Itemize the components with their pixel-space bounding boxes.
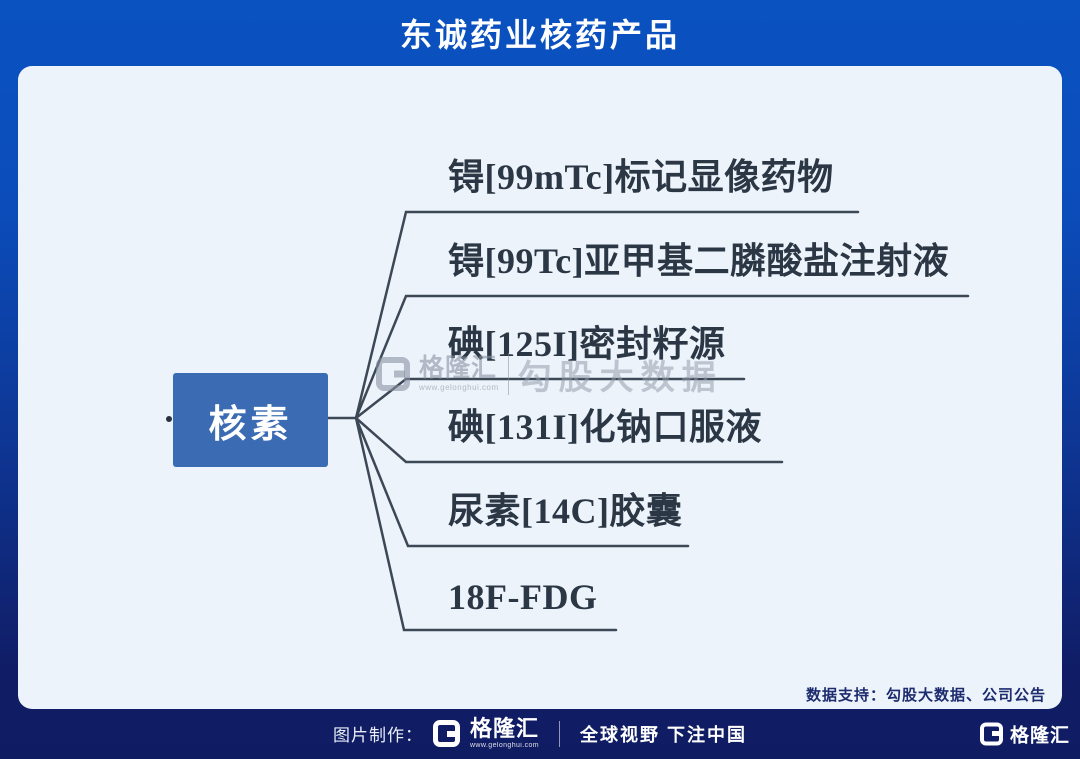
page-title: 东诚药业核药产品 xyxy=(399,17,680,53)
footer-right-brand: 格隆汇 xyxy=(1009,725,1070,746)
gelonghui-logo-icon xyxy=(979,722,1003,745)
gelonghui-logo-icon xyxy=(432,720,460,747)
root-node-label: 核素 xyxy=(208,403,293,446)
footer-slogan: 全球视野 下注中国 xyxy=(580,724,748,745)
data-source-note: 数据支持：勾股大数据、公司公告 xyxy=(805,687,1046,704)
branch-item-6: 18F-FDG xyxy=(448,577,598,617)
footer-brand: 格隆汇 xyxy=(469,716,539,741)
footer-brand-block: 格隆汇 www.gelonghui.com xyxy=(469,716,540,750)
footer-bar: 图片制作： 格隆汇 www.gelonghui.com 全球视野 下注中国 格隆… xyxy=(0,708,1080,759)
footer-credit-group: 图片制作： 格隆汇 www.gelonghui.com 全球视野 下注中国 xyxy=(332,716,748,750)
credit-label: 图片制作： xyxy=(332,726,423,745)
footer-brand-url: www.gelonghui.com xyxy=(469,742,540,749)
footer-right-logo-group: 格隆汇 xyxy=(979,720,1070,747)
root-collapse-dot xyxy=(166,416,172,422)
branch-item-1: 锝[99mTc]标记显像药物 xyxy=(448,157,834,197)
branch-item-5: 尿素[14C]胶囊 xyxy=(448,491,683,531)
branch-item-4: 碘[131I]化钠口服液 xyxy=(448,407,762,447)
footer-divider xyxy=(559,720,561,747)
branch-item-3: 碘[125I]密封籽源 xyxy=(448,324,726,364)
root-node: 核素 xyxy=(173,373,328,467)
branch-item-2: 锝[99Tc]亚甲基二膦酸盐注射液 xyxy=(448,241,950,281)
